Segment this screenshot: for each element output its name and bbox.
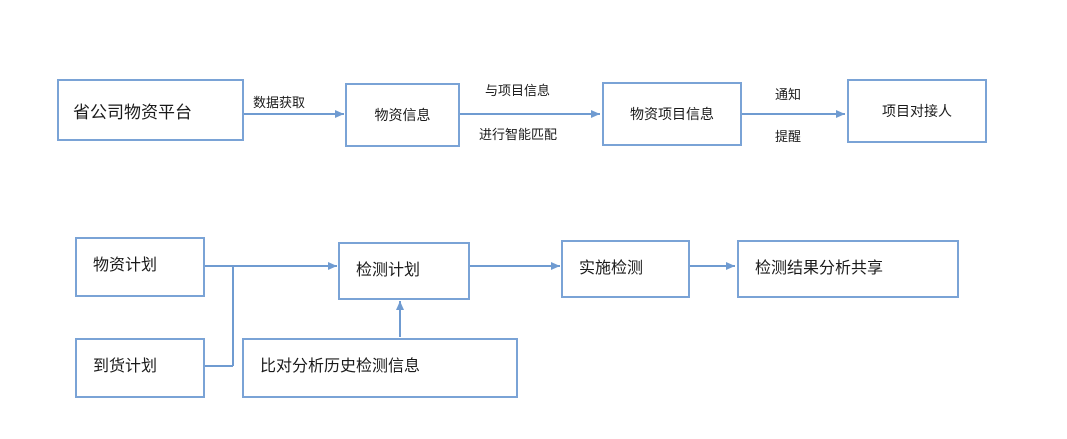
box-compare-history-label: 比对分析历史检测信息 bbox=[260, 356, 421, 375]
box-provincial-platform: 省公司物资平台 bbox=[57, 79, 244, 141]
box-result-share-label: 检测结果分析共享 bbox=[755, 258, 884, 277]
label-data-fetch: 数据获取 bbox=[253, 96, 306, 111]
box-material-plan-label: 物资计划 bbox=[93, 255, 158, 274]
box-material-project-info: 物资项目信息 bbox=[602, 82, 742, 146]
label-match-line1: 与项目信息 bbox=[485, 84, 551, 99]
box-result-share: 检测结果分析共享 bbox=[737, 240, 959, 298]
box-material-project-info-label: 物资项目信息 bbox=[630, 107, 714, 123]
label-match-line2: 进行智能匹配 bbox=[479, 128, 558, 143]
box-arrival-plan-label: 到货计划 bbox=[93, 356, 158, 375]
box-compare-history: 比对分析历史检测信息 bbox=[242, 338, 518, 398]
box-implement-inspection-label: 实施检测 bbox=[579, 258, 644, 277]
label-notify-line1: 通知 bbox=[775, 88, 802, 103]
box-inspection-plan: 检测计划 bbox=[338, 242, 470, 300]
box-inspection-plan-label: 检测计划 bbox=[356, 260, 421, 279]
box-project-contact-label: 项目对接人 bbox=[882, 104, 952, 120]
box-provincial-platform-label: 省公司物资平台 bbox=[73, 102, 192, 123]
box-material-info-label: 物资信息 bbox=[374, 108, 431, 124]
box-material-info: 物资信息 bbox=[345, 83, 460, 147]
label-notify-line2: 提醒 bbox=[775, 130, 802, 145]
box-implement-inspection: 实施检测 bbox=[561, 240, 690, 298]
box-arrival-plan: 到货计划 bbox=[75, 338, 205, 398]
box-material-plan: 物资计划 bbox=[75, 237, 205, 297]
box-project-contact: 项目对接人 bbox=[847, 79, 987, 143]
